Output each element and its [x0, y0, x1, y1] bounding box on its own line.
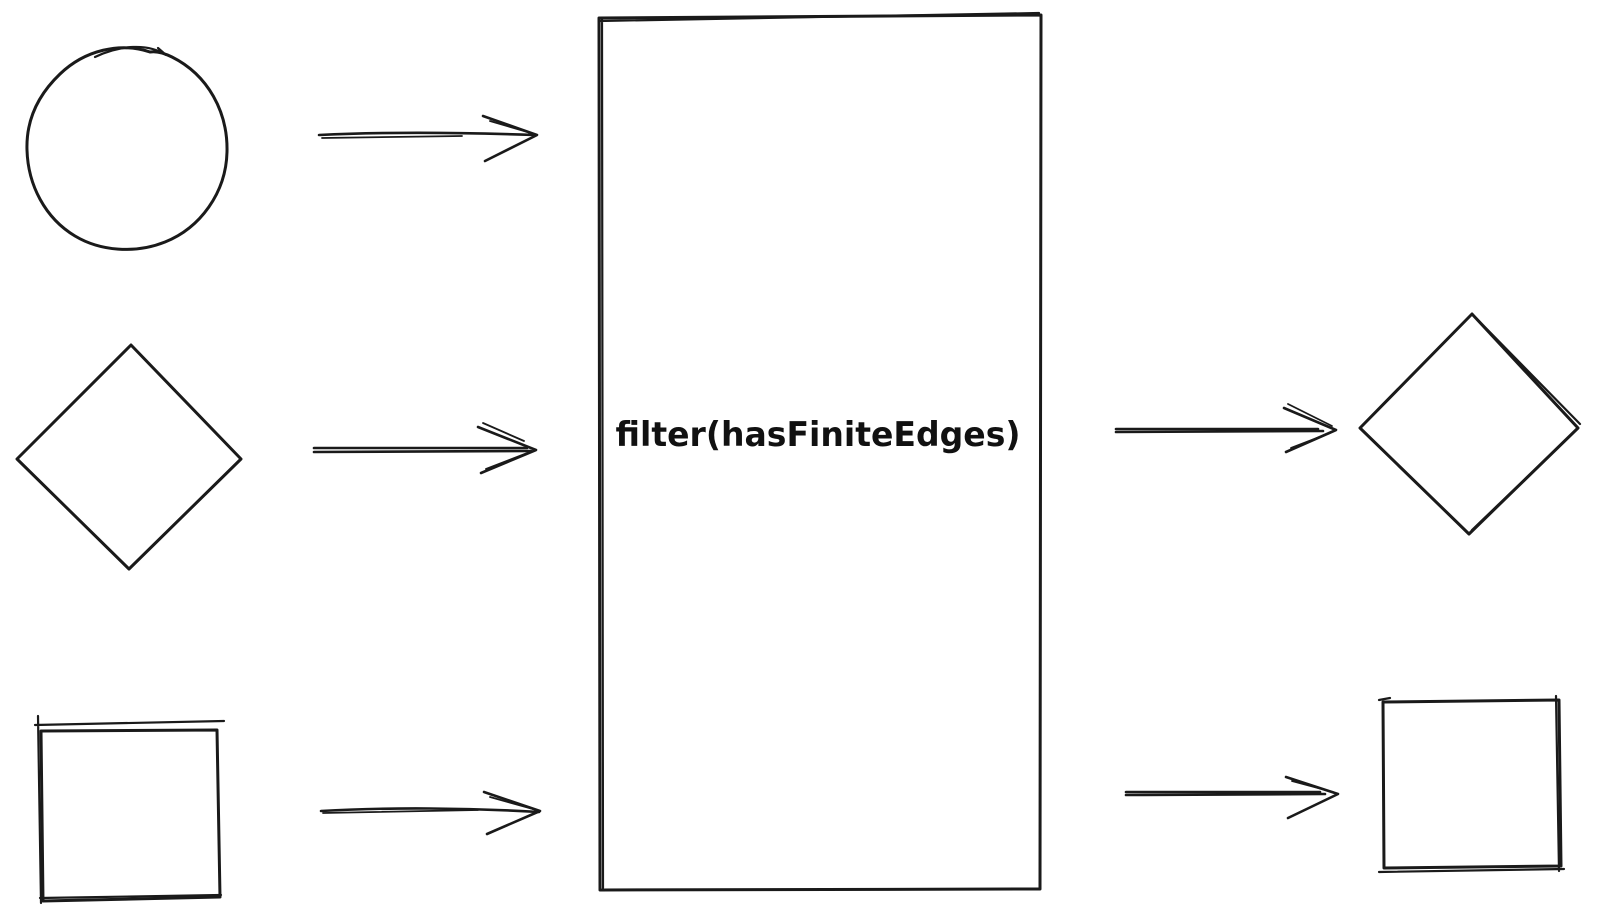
right-arrow-shaft-overdraw: [321, 135, 463, 139]
arrow-filter-to-square: [1124, 775, 1340, 820]
filter-box: filter(hasFiniteEdges): [597, 11, 1043, 892]
right-arrow-head-overdraw: [1291, 780, 1334, 793]
right-arrow-head-icon: [481, 114, 539, 163]
circle-overdraw-stroke: [93, 45, 168, 59]
input-diamond-shape: [15, 343, 243, 571]
right-arrow-head-overdraw: [489, 120, 532, 134]
filter-box-label: filter(hasFiniteEdges): [616, 415, 1021, 455]
right-arrow-head-overdraw: [482, 422, 531, 470]
square-icon: [39, 728, 222, 903]
output-diamond-shape: [1358, 312, 1582, 536]
arrow-circle-to-filter: [317, 114, 539, 163]
diamond-icon: [1358, 312, 1580, 536]
diamond-overdraw-stroke: [1362, 316, 1582, 532]
right-arrow-head-icon: [482, 790, 542, 836]
input-square-shape: [33, 714, 226, 905]
arrow-diamond-to-filter: [312, 422, 538, 475]
right-arrow-head-icon: [1282, 406, 1338, 454]
output-square-shape: [1377, 694, 1566, 874]
square-overdraw-stroke: [33, 714, 226, 905]
right-arrow-shaft: [1114, 427, 1325, 434]
arrow-square-to-filter: [319, 790, 542, 836]
right-arrow-shaft-overdraw: [322, 809, 479, 814]
right-arrow-shaft: [319, 807, 541, 814]
input-circle-shape: [25, 45, 229, 251]
right-arrow-head-icon: [1284, 775, 1340, 820]
right-arrow-head-overdraw: [489, 796, 534, 810]
right-arrow-head-icon: [476, 425, 538, 475]
filter-box-overdraw-stroke: [597, 11, 1041, 890]
right-arrow-head-overdraw: [1287, 403, 1333, 449]
arrow-filter-to-diamond: [1114, 403, 1338, 454]
circle-icon: [25, 46, 229, 251]
diamond-icon: [15, 343, 243, 571]
square-icon: [1381, 698, 1563, 870]
right-arrow-shaft: [312, 446, 533, 454]
square-overdraw-stroke: [1377, 694, 1566, 874]
right-arrow-shaft: [317, 131, 537, 137]
right-arrow-shaft: [1124, 790, 1327, 797]
diamond-overdraw-stroke: [19, 347, 239, 567]
